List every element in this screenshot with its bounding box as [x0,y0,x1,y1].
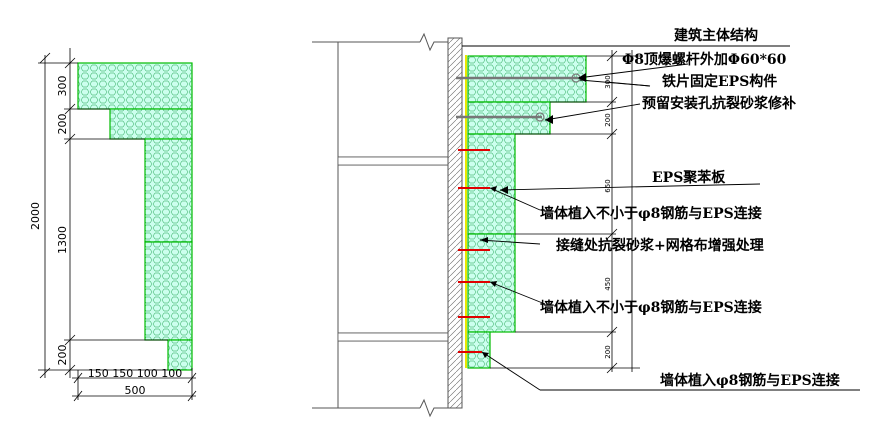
dim-bottom-segments: 150 150 100 100 [88,367,182,380]
floor-slab-upper [337,156,449,166]
right-dim-200: 200 [604,113,612,126]
left-horizontal-dimensions [72,368,197,402]
right-dim-450: 450 [604,277,612,290]
left-vertical-dimensions [38,48,168,379]
left-detail: 2000 300 200 1300 200 150 150 100 100 50… [29,48,197,402]
leader-arrows [480,73,586,358]
floor-slab-lower [337,332,449,342]
label-eps-board: EPS聚苯板 [652,169,726,186]
dim-total-height: 2000 [29,202,42,230]
dim-seg-bottom: 200 [56,345,69,366]
label-iron-plate: 铁片固定EPS构件 [662,73,777,90]
label-main-structure: 建筑主体结构 [674,27,758,44]
label-bolt: Φ8顶爆螺杆外加Φ60*60 [622,51,787,68]
right-dim-200b: 200 [604,345,612,358]
dim-total-width: 500 [125,384,146,397]
dim-seg-top: 300 [56,76,69,97]
section-view: 300 200 650 450 200 建筑 [312,27,860,418]
label-joint: 接缝处抗裂砂浆+网格布增强处理 [556,237,764,254]
label-rebar-1: 墙体植入不小于φ8钢筋与EPS连接 [540,205,762,222]
label-rebar-3: 墙体植入φ8钢筋与EPS连接 [660,372,840,389]
main-structure-wall [447,37,463,409]
dim-seg-2: 200 [56,114,69,135]
dim-seg-mid: 1300 [56,226,69,254]
building-structure [312,32,448,418]
label-mounting-hole: 预留安装孔抗裂砂浆修补 [642,95,796,112]
anchor-bolts [456,73,581,122]
right-dim-650: 650 [604,179,612,192]
left-eps-blocks [77,62,193,371]
rebars [458,149,490,353]
leader-lines [462,45,860,391]
section-right-dimensions [490,50,640,374]
label-rebar-2: 墙体植入不小于φ8钢筋与EPS连接 [540,299,762,316]
